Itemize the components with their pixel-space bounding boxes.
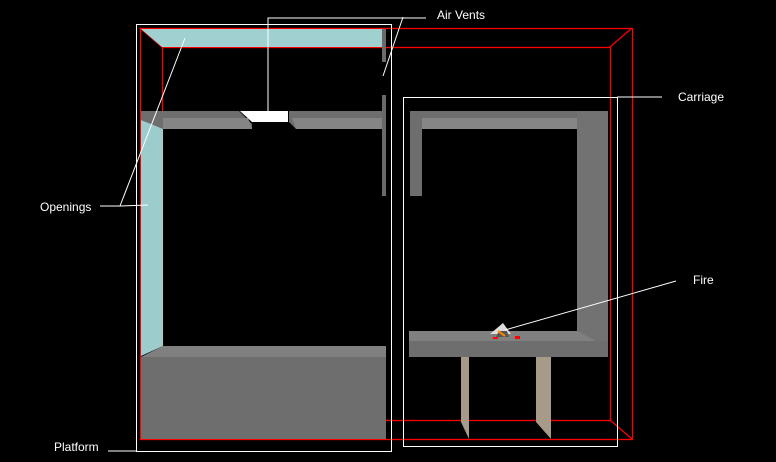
- opening-left: [141, 120, 163, 356]
- wall-partition: [382, 95, 386, 196]
- fire-icon: [490, 323, 520, 339]
- label-openings: Openings: [40, 200, 91, 214]
- label-platform: Platform: [54, 440, 99, 454]
- label-air-vents: Air Vents: [437, 8, 485, 22]
- label-fire: Fire: [693, 273, 714, 287]
- platform-ceiling: [141, 111, 385, 129]
- platform-bounding-box: [136, 24, 392, 452]
- platform-block: [141, 346, 386, 439]
- carriage-structure: [409, 111, 608, 439]
- air-vent-ceiling: [240, 111, 288, 122]
- carriage-bounding-box: [403, 97, 618, 447]
- air-vent-wall: [382, 29, 386, 62]
- carriage-leg: [461, 357, 469, 439]
- domain-outline: [139, 27, 634, 441]
- label-carriage: Carriage: [678, 90, 724, 104]
- opening-top: [141, 29, 385, 47]
- carriage-leg: [536, 357, 551, 439]
- leader-lines: [100, 16, 677, 452]
